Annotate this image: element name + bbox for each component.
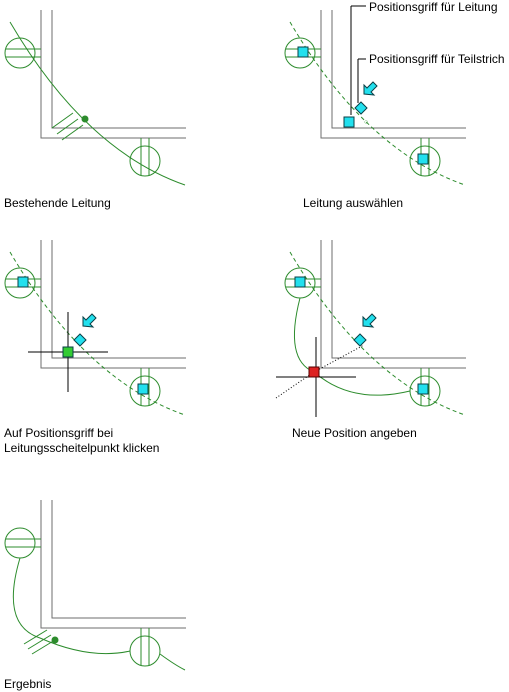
leader-curve-result-tail bbox=[159, 653, 186, 671]
bubble-top bbox=[4, 37, 36, 69]
callout-lines bbox=[350, 5, 366, 115]
bubble-bottom-bar bbox=[140, 138, 150, 176]
bubble-top bbox=[4, 267, 36, 299]
leader-curve-new bbox=[294, 297, 315, 373]
panel-click-vertex-grip: Auf Positionsgriff bei Leitungsscheitelp… bbox=[0, 230, 200, 460]
new-position-diagram bbox=[275, 240, 466, 417]
cursor-arrow-icon bbox=[363, 81, 378, 96]
wall-corner bbox=[40, 500, 186, 629]
cursor-arrow-icon bbox=[82, 313, 97, 328]
bubble-bottom-bar bbox=[140, 628, 150, 666]
grip-segment[interactable] bbox=[354, 101, 368, 115]
bubble-bottom bbox=[129, 375, 161, 407]
bubble-top bbox=[284, 37, 316, 69]
panel-existing-leader: Bestehende Leitung bbox=[0, 0, 200, 220]
caption-new-position: Neue Position angeben bbox=[292, 426, 417, 440]
callout-segment-grip: Positionsgriff für Teilstrich bbox=[369, 52, 505, 66]
leader-curve-new-tail bbox=[313, 371, 411, 396]
grip-top[interactable] bbox=[17, 276, 29, 288]
wall-corner bbox=[40, 240, 186, 369]
leader-curve bbox=[9, 21, 186, 186]
cursor-arrow-icon bbox=[362, 313, 377, 328]
grip-segment[interactable] bbox=[73, 333, 87, 347]
bubble-top-bar bbox=[6, 48, 41, 58]
caption-click-grip-line2: Leitungsscheitelpunkt klicken bbox=[4, 441, 160, 455]
cursor-tag-icon: ○ bbox=[364, 119, 368, 126]
existing-leader-diagram bbox=[4, 10, 186, 186]
caption-select-leader: Leitung auswählen bbox=[303, 196, 404, 210]
vertex-dot bbox=[51, 636, 59, 644]
grip-top[interactable] bbox=[294, 276, 306, 288]
select-leader-diagram: ○ bbox=[284, 5, 466, 186]
wall-corner bbox=[40, 10, 186, 139]
callout-vertex-grip: Positionsgriff für Leitung bbox=[369, 0, 498, 14]
grip-bottom[interactable] bbox=[417, 153, 429, 165]
bubble-top-bar bbox=[6, 538, 41, 548]
leader-curve-selected bbox=[9, 251, 186, 416]
grip-vertex-active[interactable] bbox=[62, 346, 74, 358]
wall-corner bbox=[320, 10, 466, 139]
panel-specify-new-position: Neue Position angeben bbox=[272, 230, 509, 460]
bubble-bottom bbox=[129, 635, 161, 667]
caption-existing-leader: Bestehende Leitung bbox=[4, 196, 111, 210]
vertex-dot bbox=[81, 115, 89, 123]
grip-bottom[interactable] bbox=[137, 383, 149, 395]
grip-vertex[interactable] bbox=[343, 116, 355, 128]
wall-corner bbox=[320, 240, 466, 369]
leader-curve-old bbox=[289, 251, 466, 416]
leader-curve-result bbox=[12, 557, 131, 655]
result-diagram bbox=[4, 500, 186, 671]
tracking-lines bbox=[275, 344, 365, 399]
caption-result: Ergebnis bbox=[4, 677, 52, 691]
bubble-bottom bbox=[129, 145, 161, 177]
panel-select-leader: ○ Positionsgriff für Leitung Positionsgr… bbox=[280, 0, 509, 220]
grip-hot[interactable] bbox=[308, 366, 320, 378]
leader-hatch bbox=[23, 629, 56, 655]
bubble-top bbox=[4, 527, 36, 559]
grip-bottom[interactable] bbox=[417, 383, 429, 395]
caption-click-grip-line1: Auf Positionsgriff bei bbox=[4, 426, 114, 440]
leader-hatch bbox=[51, 112, 84, 141]
panel-result: Ergebnis bbox=[0, 490, 200, 692]
leader-curve-selected bbox=[289, 21, 466, 186]
bubble-bottom bbox=[409, 145, 441, 177]
click-grip-diagram bbox=[4, 240, 186, 416]
grip-top[interactable] bbox=[297, 46, 309, 58]
grip-segment[interactable] bbox=[353, 333, 367, 347]
